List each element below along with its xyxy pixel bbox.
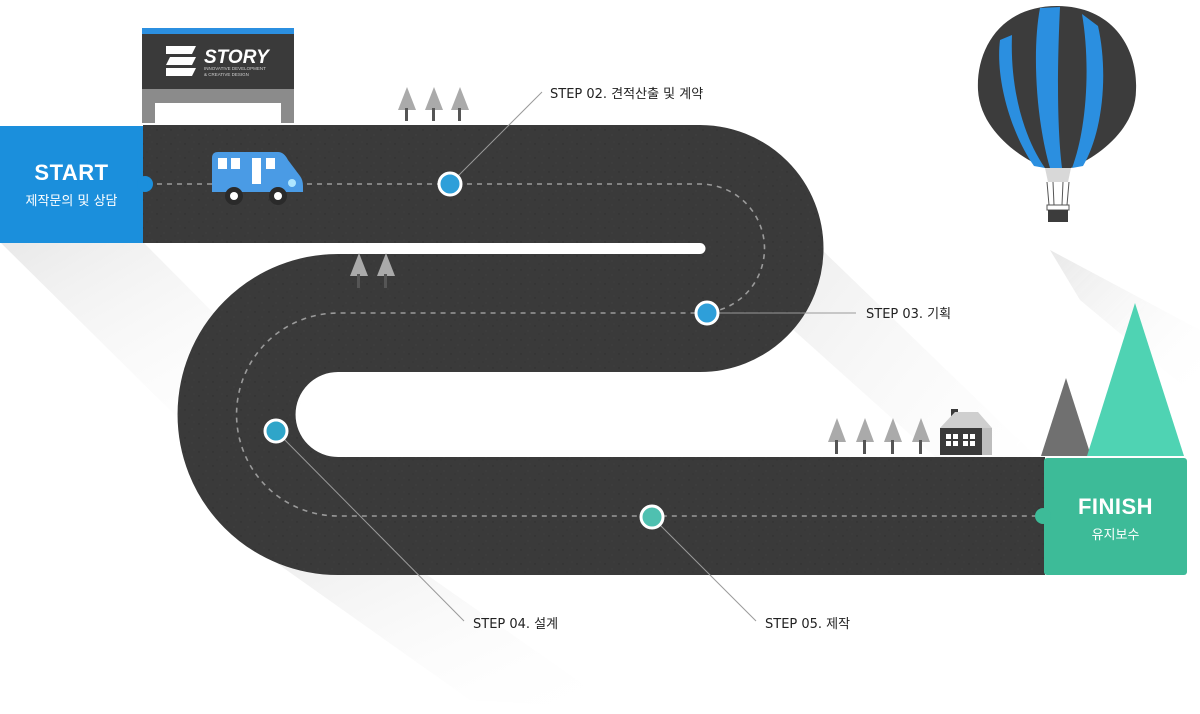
tree-icon <box>398 87 416 121</box>
bus-icon <box>212 152 303 205</box>
logo-tagline-2: & CREATIVE DESIGN <box>204 72 249 77</box>
tree-icon <box>828 418 846 454</box>
lane-line <box>147 183 1040 517</box>
tree-icon <box>451 87 469 121</box>
finish-label: FINISH 유지보수 <box>1044 494 1187 543</box>
step-02-marker[interactable] <box>437 171 463 197</box>
step-04-label: STEP 04. 설계 <box>473 617 559 632</box>
start-plate <box>0 126 143 243</box>
start-connector <box>137 176 153 192</box>
step-02-label: STEP 02. 견적산출 및 계약 <box>550 87 704 102</box>
hot-air-balloon-icon <box>977 6 1137 222</box>
tree-icon <box>350 253 368 288</box>
tree-group-top <box>398 87 469 121</box>
start-title: START <box>34 160 109 185</box>
tree-icon <box>912 418 930 454</box>
tree-icon <box>856 418 874 454</box>
house-icon <box>940 409 992 455</box>
story-logo-icon <box>166 46 196 76</box>
logo-name: STORY <box>204 47 271 68</box>
step-05-label: STEP 05. 제작 <box>765 617 851 632</box>
logo-tagline-1: INNOVATIVE DEVELOPMENT <box>204 66 266 71</box>
leader-lines <box>275 91 856 622</box>
finish-title: FINISH <box>1077 494 1154 519</box>
finish-connector <box>1035 508 1051 524</box>
tree-group-middle <box>350 253 395 288</box>
step-05-marker[interactable] <box>639 504 665 530</box>
story-gate: STORY INNOVATIVE DEVELOPMENT & CREATIVE … <box>142 28 294 123</box>
start-subtitle: 제작문의 및 상담 <box>25 194 118 209</box>
tree-icon <box>884 418 902 454</box>
tree-icon <box>425 87 443 121</box>
finish-plate <box>1044 458 1187 575</box>
tree-group-bottom <box>828 418 930 454</box>
step-04-marker[interactable] <box>263 418 289 444</box>
start-label: START 제작문의 및 상담 <box>0 160 143 209</box>
step-03-marker[interactable] <box>694 300 720 326</box>
mountain-icons <box>1041 303 1184 456</box>
tree-icon <box>377 253 395 288</box>
step-03-label: STEP 03. 기획 <box>866 307 952 322</box>
finish-subtitle: 유지보수 <box>1091 528 1140 543</box>
